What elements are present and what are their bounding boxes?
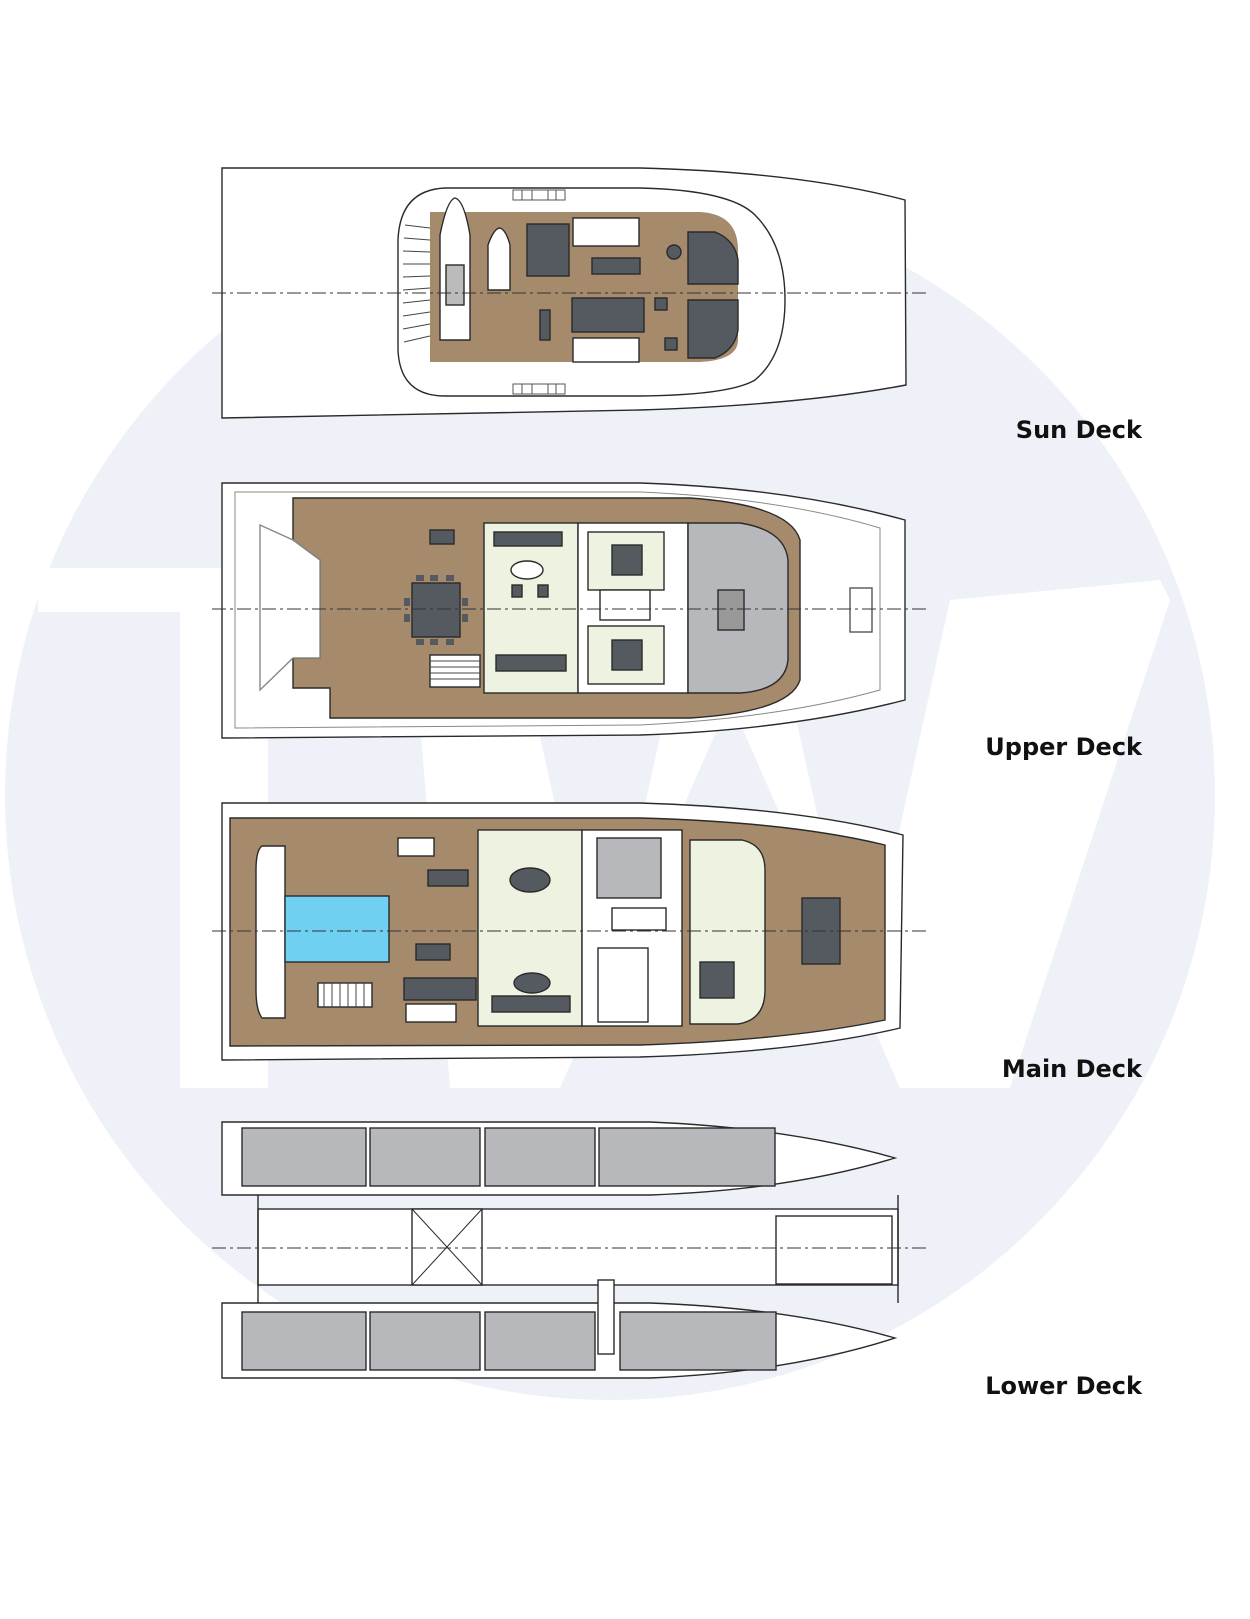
main-deck-aft-stairs bbox=[317, 982, 373, 1008]
lower-deck-guest-cabin-starboard-2 bbox=[598, 1127, 776, 1187]
main-deck-label: Main Deck bbox=[1001, 1055, 1142, 1083]
sun-deck-bar-counter bbox=[591, 257, 641, 275]
lower-deck-guest-cabin-port-2 bbox=[619, 1311, 777, 1371]
upper-deck-lounge-table bbox=[495, 654, 567, 672]
upper-deck-plan bbox=[212, 482, 930, 739]
main-deck-chairs bbox=[415, 943, 451, 961]
upper-deck-dining-table bbox=[411, 582, 461, 638]
upper-deck-stairs bbox=[429, 654, 481, 688]
lower-deck-hatch-cross-2 bbox=[411, 1208, 483, 1286]
upper-deck-bed-port bbox=[611, 639, 643, 671]
lower-deck-label: Lower Deck bbox=[985, 1372, 1142, 1400]
lower-deck-plan bbox=[212, 1121, 930, 1379]
sun-deck-helm-station bbox=[687, 231, 739, 285]
lower-deck-crew-area-port bbox=[369, 1311, 481, 1371]
lower-deck-crane bbox=[775, 1215, 893, 1285]
lower-deck-crew-area-starboard bbox=[369, 1127, 481, 1187]
main-deck-bar-unit bbox=[397, 837, 435, 857]
main-deck-salon-sofa bbox=[491, 995, 571, 1013]
sun-deck-chair-2 bbox=[664, 337, 678, 351]
sun-deck-bench-top bbox=[572, 217, 640, 247]
upper-deck-coffee-table bbox=[510, 560, 544, 580]
lower-deck-guest-cabin-port-1 bbox=[484, 1311, 596, 1371]
sun-deck-vents-top bbox=[512, 189, 566, 201]
upper-deck-lounge-chair-1 bbox=[511, 584, 523, 598]
sun-deck-chair-1 bbox=[654, 297, 668, 311]
upper-deck-hull-inner bbox=[234, 491, 881, 729]
upper-deck-dining-chairs bbox=[404, 575, 468, 645]
main-deck-owner-wardrobe bbox=[597, 947, 649, 1023]
upper-deck-central-stair bbox=[599, 589, 651, 621]
sun-deck-bench-bottom bbox=[572, 337, 640, 363]
lower-deck-engine-room-starboard bbox=[241, 1127, 367, 1187]
main-deck-service-counter bbox=[403, 977, 477, 1001]
main-deck-grill bbox=[427, 869, 469, 887]
tender-console bbox=[445, 264, 465, 306]
tender-boat-small bbox=[487, 227, 511, 291]
sun-deck-plan bbox=[212, 167, 930, 419]
upper-deck-side-bench bbox=[429, 529, 455, 545]
upper-deck-sofa bbox=[493, 531, 563, 547]
main-deck-aft-stair-steps bbox=[323, 983, 365, 1007]
sun-deck-sunpad-1 bbox=[526, 223, 570, 277]
main-deck-foyer bbox=[596, 837, 662, 899]
main-deck-stair bbox=[611, 907, 667, 931]
upper-deck-cabin-port bbox=[587, 625, 665, 685]
upper-deck-bed-starboard bbox=[611, 544, 643, 576]
upper-deck-stair-steps bbox=[430, 660, 480, 680]
sun-deck-label: Sun Deck bbox=[1015, 416, 1142, 444]
upper-deck-label: Upper Deck bbox=[985, 733, 1142, 761]
sun-deck-lounger bbox=[539, 309, 551, 341]
lower-deck-engine-room-port bbox=[241, 1311, 367, 1371]
main-deck-pool-surround bbox=[255, 845, 286, 1019]
main-deck-galley-stairs bbox=[405, 1003, 457, 1023]
upper-deck-lounge-chair-2 bbox=[537, 584, 549, 598]
sun-deck-forward-lounge bbox=[687, 299, 739, 359]
main-deck-plan bbox=[212, 802, 930, 1061]
sun-deck-round-table bbox=[666, 244, 682, 260]
sun-deck-sofa bbox=[571, 297, 645, 333]
upper-deck-foredeck-frame bbox=[849, 587, 873, 633]
main-deck-pool bbox=[284, 895, 390, 963]
lower-deck-ladder bbox=[597, 1279, 615, 1355]
main-deck-owner-bed bbox=[699, 961, 735, 999]
main-deck-coffee-table bbox=[513, 972, 551, 994]
upper-deck-helm-console bbox=[717, 589, 745, 631]
main-deck-dining-table bbox=[509, 867, 551, 893]
sun-deck-stair-steps bbox=[402, 224, 431, 343]
sun-deck-vents-bottom bbox=[512, 383, 566, 395]
upper-deck-aft-well bbox=[259, 523, 321, 692]
lower-deck-guest-cabin-starboard-1 bbox=[484, 1127, 596, 1187]
